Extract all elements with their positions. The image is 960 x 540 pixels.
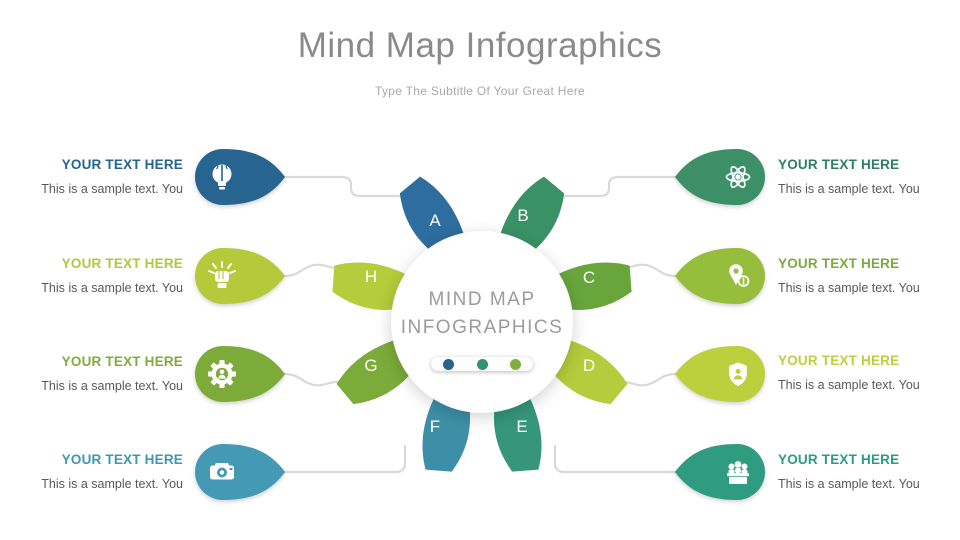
slide-title: Mind Map Infographics (297, 26, 663, 65)
item-heading: YOUR TEXT HERE (61, 256, 183, 271)
dot-green (510, 358, 521, 370)
slide-subtitle: Type The Subtitle Of Your Great Here (374, 84, 586, 98)
text-block-left-3: YOUR TEXT HERE This is a sample text. Yo… (11, 353, 183, 394)
item-heading: YOUR TEXT HERE (778, 353, 900, 368)
teardrop-left-3 (195, 346, 285, 402)
item-body: This is a sample text. You (41, 477, 183, 491)
item-body: This is a sample text. You (41, 182, 183, 196)
center-title: MIND MAP INFOGRAPHICS (401, 286, 564, 342)
text-block-left-2: YOUR TEXT HERE This is a sample text. Yo… (11, 255, 183, 296)
teardrop-left-4 (195, 444, 285, 500)
item-heading: YOUR TEXT HERE (778, 157, 900, 172)
fist-rays-icon (208, 261, 236, 288)
text-block-right-3: YOUR TEXT HERE This is a sample text. Yo… (778, 352, 950, 393)
text-block-right-4: YOUR TEXT HERE This is a sample text. Yo… (778, 451, 950, 492)
petal-label-h: H (364, 267, 378, 286)
dots-pill (431, 357, 533, 371)
shield-user-icon (729, 362, 747, 386)
teardrop-shapes (195, 149, 765, 500)
gear-user-icon (208, 360, 236, 388)
teardrop-left-1 (195, 149, 285, 205)
teardrop-right-1 (675, 149, 765, 205)
connector-left-3 (282, 372, 349, 387)
connector-right-4 (553, 444, 678, 474)
center-title-line1: MIND MAP (428, 289, 536, 310)
connector-lines (282, 175, 678, 474)
item-body: This is a sample text. You (778, 378, 920, 392)
item-heading: YOUR TEXT HERE (61, 157, 183, 172)
dot-blue (443, 358, 454, 370)
petal-d (547, 337, 628, 405)
connector-left-1 (282, 175, 412, 198)
item-body: This is a sample text. You (41, 379, 183, 393)
item-body: This is a sample text. You (41, 281, 183, 295)
connector-right-1 (548, 175, 678, 198)
brain-idea-icon (212, 163, 232, 190)
dollar-pin-icon (729, 264, 750, 287)
center-title-line2: INFOGRAPHICS (400, 317, 564, 338)
teardrop-right-4 (675, 444, 765, 500)
petal-label-e: E (516, 417, 528, 436)
item-body: This is a sample text. You (778, 281, 920, 295)
dot-teal (476, 358, 488, 370)
item-body: This is a sample text. You (778, 182, 920, 196)
text-block-right-2: YOUR TEXT HERE This is a sample text. Yo… (778, 255, 950, 296)
teardrop-right-3 (675, 346, 765, 402)
item-heading: YOUR TEXT HERE (778, 452, 900, 467)
center-circle: MIND MAP INFOGRAPHICS (391, 231, 573, 413)
petal-label-f: F (429, 417, 441, 436)
item-heading: YOUR TEXT HERE (61, 452, 183, 467)
atom-icon (725, 165, 751, 189)
text-block-right-1: YOUR TEXT HERE This is a sample text. Yo… (778, 156, 950, 197)
teardrop-right-2 (675, 248, 765, 304)
petal-label-b: B (517, 206, 529, 225)
petal-label-g: G (364, 356, 378, 375)
text-block-left-1: YOUR TEXT HERE This is a sample text. Yo… (11, 156, 183, 197)
item-body: This is a sample text. You (778, 477, 920, 491)
item-heading: YOUR TEXT HERE (61, 354, 183, 369)
petal-label-d: D (582, 356, 596, 375)
team-desk-icon (727, 461, 749, 484)
connector-left-4 (282, 444, 407, 474)
petal-label-a: A (429, 211, 441, 230)
item-heading: YOUR TEXT HERE (778, 256, 900, 271)
petal-label-c: C (582, 268, 596, 287)
text-block-left-4: YOUR TEXT HERE This is a sample text. Yo… (11, 451, 183, 492)
camera-icon (210, 463, 234, 480)
teardrop-left-2 (195, 248, 285, 304)
